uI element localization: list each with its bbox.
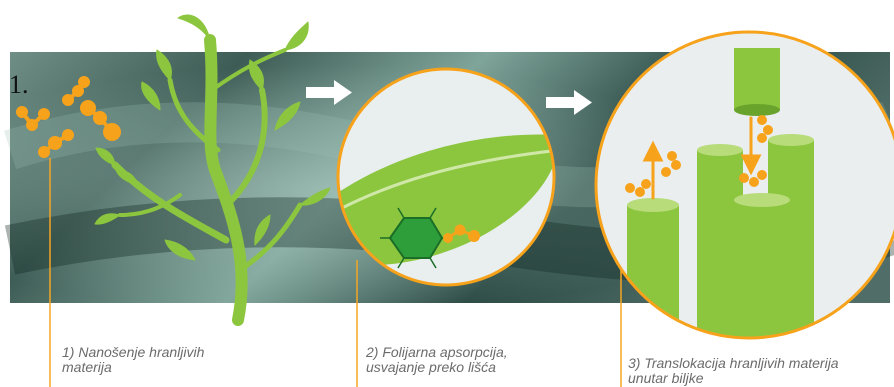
callout-lines — [49, 158, 622, 387]
nutrient-molecules — [16, 76, 121, 158]
caption-line: 1) Nanošenje hranljivih — [62, 344, 205, 360]
caption-line: usvajanje preko lišća — [366, 359, 496, 375]
step-number: 1. — [9, 70, 29, 99]
leaf-absorption-zoom — [336, 67, 556, 287]
arrow-icon — [306, 80, 352, 105]
caption-line: materija — [62, 359, 112, 375]
caption-translocation: 3) Translokacija hranljivih materija unu… — [628, 356, 839, 386]
caption-line: unutar biljke — [628, 370, 704, 386]
plant-illustration — [94, 14, 331, 326]
caption-line: 2) Folijarna apsorpcija, — [366, 344, 508, 360]
translocation-zoom — [594, 30, 894, 340]
caption-foliar-absorption: 2) Folijarna apsorpcija, usvajanje preko… — [366, 345, 508, 375]
caption-nutrient-application: 1) Nanošenje hranljivih materija — [62, 345, 204, 375]
caption-line: 3) Translokacija hranljivih materija — [628, 355, 839, 371]
arrow-icon-2 — [546, 90, 592, 115]
